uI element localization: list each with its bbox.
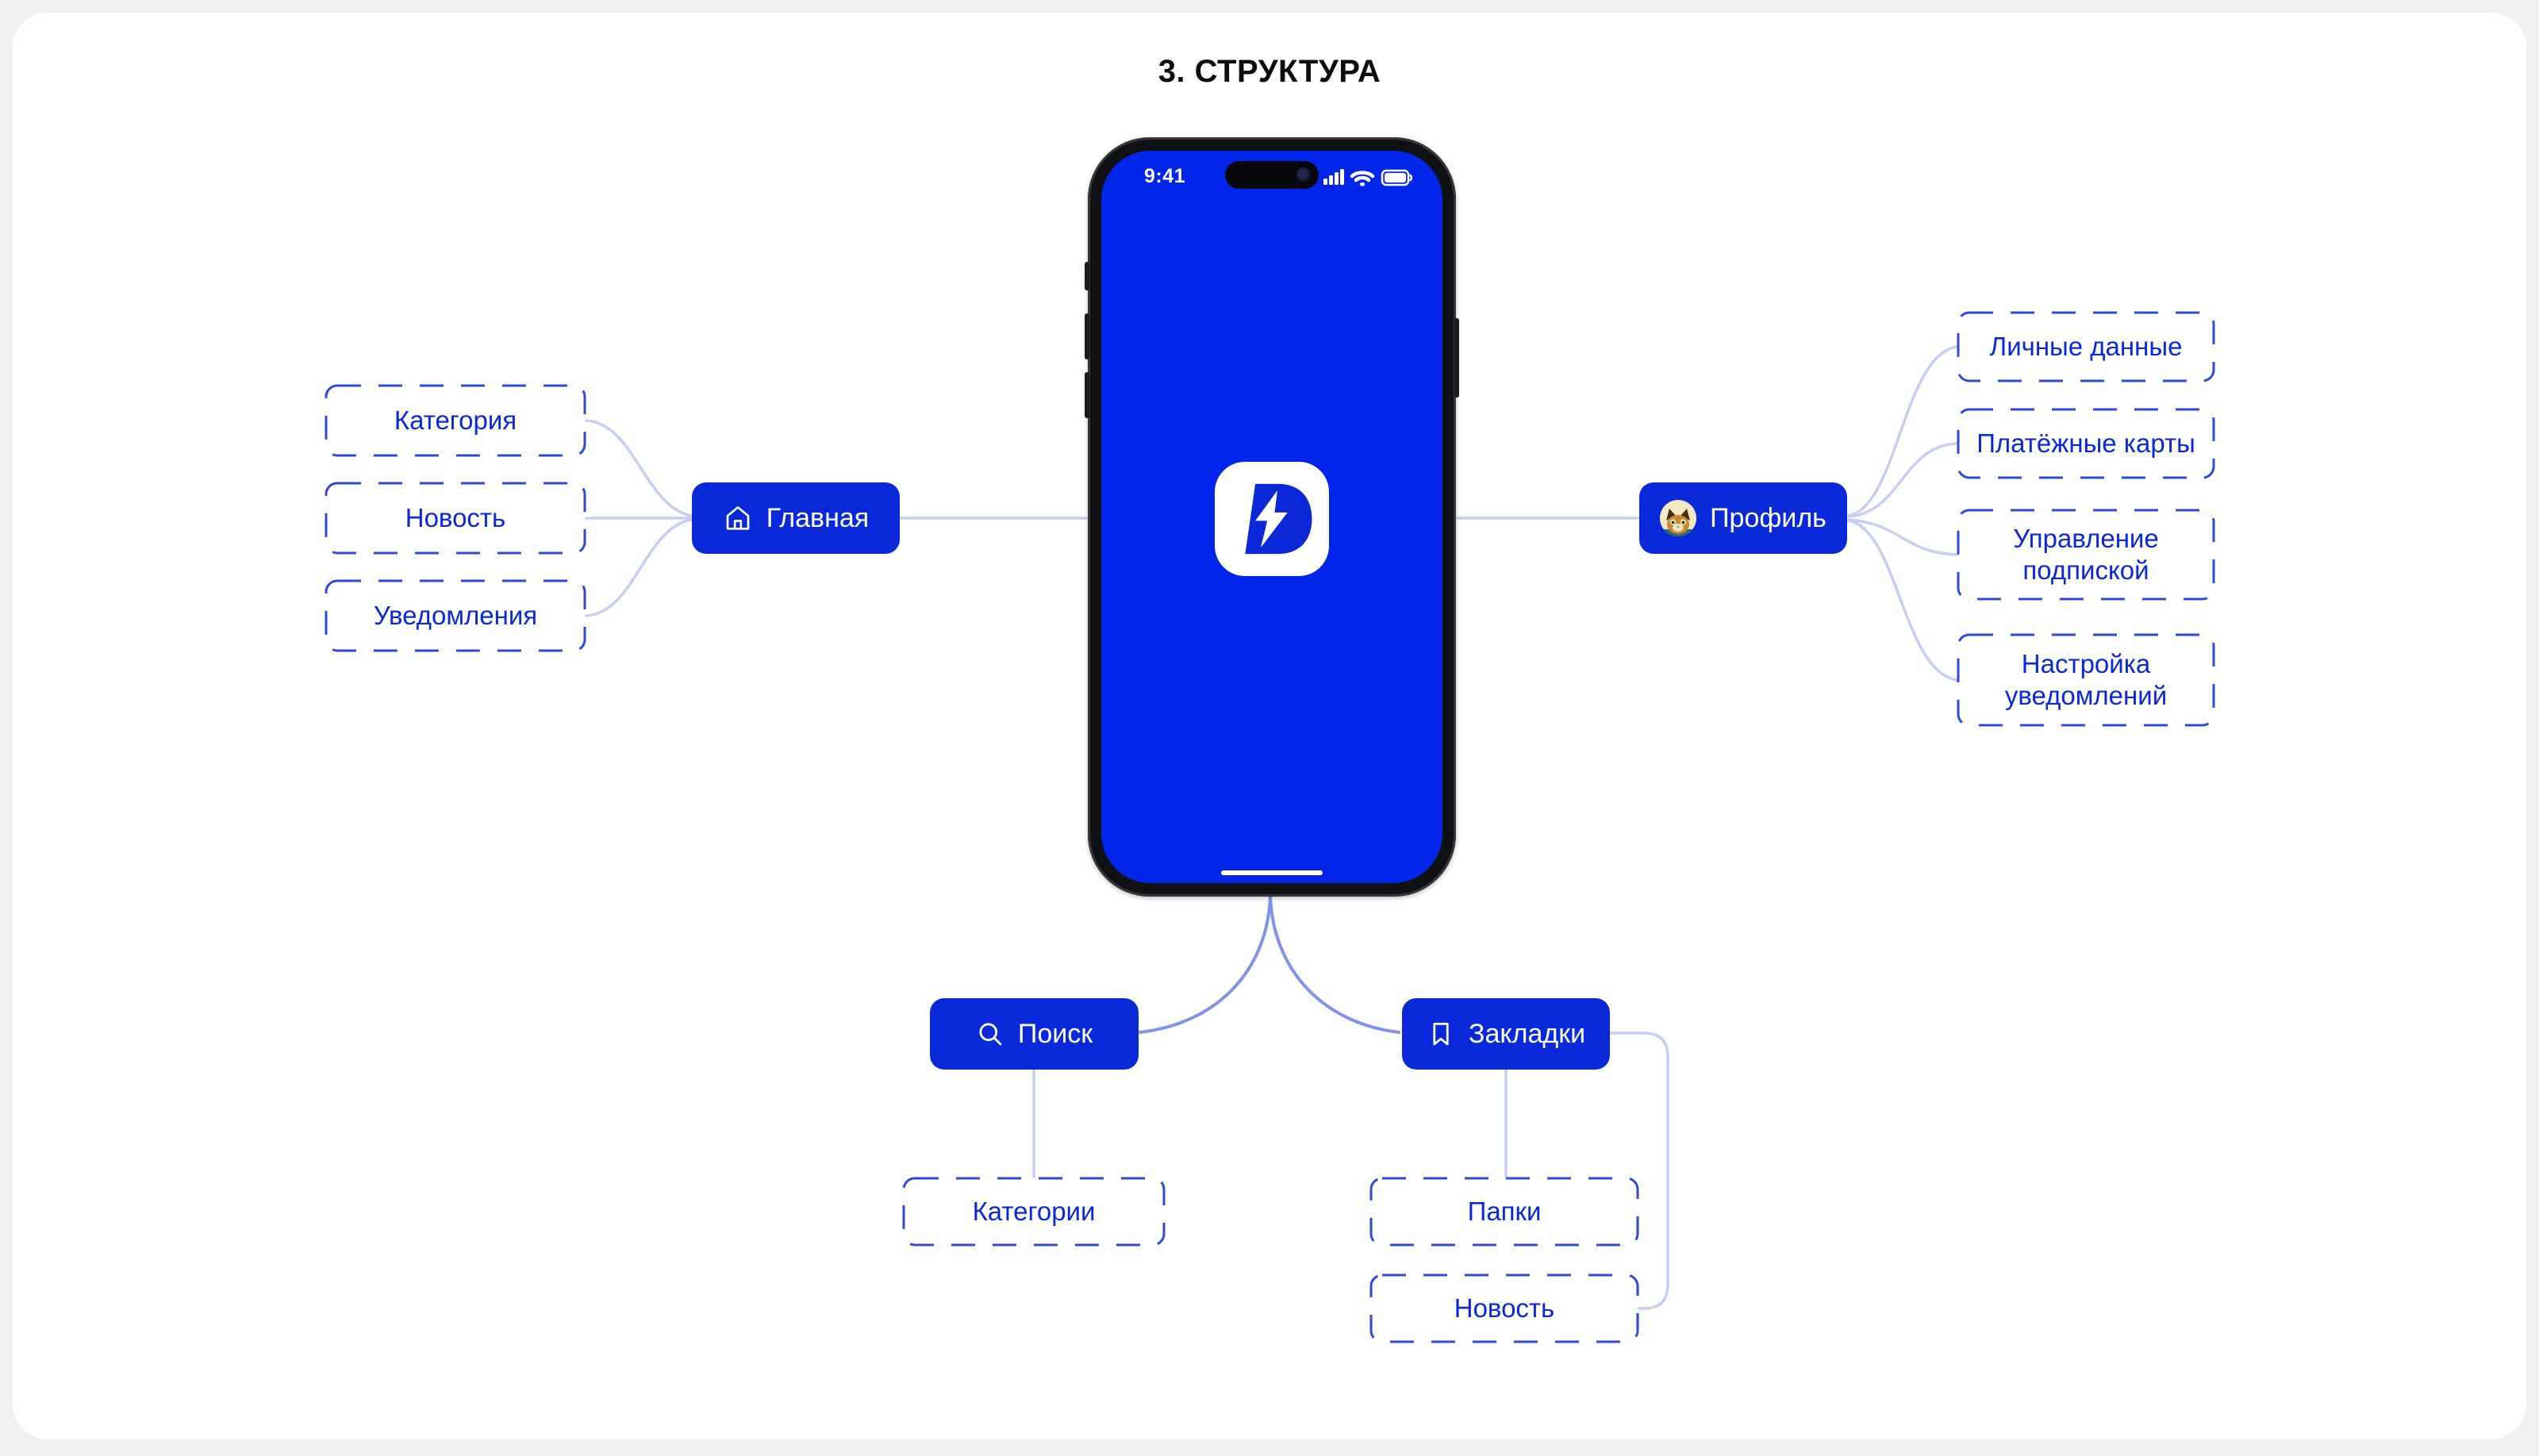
child-node-notification-settings[interactable]: Настройка уведомлений xyxy=(1957,633,2215,727)
phone-mockup: 9:41 xyxy=(1085,137,1459,897)
child-node-label: Новость xyxy=(405,502,506,532)
battery-icon xyxy=(1381,169,1413,186)
child-node-label: Управление подпиской xyxy=(2013,523,2159,585)
nav-node-search[interactable]: Поиск xyxy=(930,998,1139,1070)
power-button xyxy=(1454,318,1459,398)
child-node-folders[interactable]: Папки xyxy=(1369,1177,1639,1247)
dynamic-island xyxy=(1225,161,1319,189)
phone-screen: 9:41 xyxy=(1101,151,1442,883)
child-node-label: Платёжные карты xyxy=(1976,428,2195,458)
wifi-icon xyxy=(1350,171,1375,186)
child-node-label: Настройка уведомлений xyxy=(2004,648,2168,710)
home-icon xyxy=(723,503,753,533)
nav-node-bookmarks[interactable]: Закладки xyxy=(1402,998,1610,1070)
volume-up-button xyxy=(1085,313,1089,359)
app-logo xyxy=(1215,462,1329,576)
nav-node-profile[interactable]: Профиль xyxy=(1639,482,1847,554)
diagram-title: 3. СТРУКТУРА xyxy=(1158,54,1381,89)
nav-node-label: Главная xyxy=(766,502,870,533)
child-node-label: Уведомления xyxy=(373,600,538,630)
nav-node-home[interactable]: Главная xyxy=(692,482,900,554)
status-icons xyxy=(1323,167,1413,192)
child-node-categories[interactable]: Категории xyxy=(902,1177,1166,1247)
bookmark-icon xyxy=(1427,1020,1455,1048)
child-node-notifications[interactable]: Уведомления xyxy=(325,579,586,652)
volume-down-button xyxy=(1085,372,1089,418)
action-button xyxy=(1085,262,1089,290)
child-node-personal-data[interactable]: Личные данные xyxy=(1957,311,2215,382)
status-time: 9:41 xyxy=(1144,165,1186,187)
home-indicator xyxy=(1221,870,1323,875)
child-node-label: Папки xyxy=(1467,1196,1542,1226)
child-node-news[interactable]: Новость xyxy=(325,482,586,555)
cat-avatar-icon xyxy=(1660,500,1697,536)
child-node-label: Личные данные xyxy=(1989,331,2183,361)
child-node-label: Категория xyxy=(394,405,517,435)
child-node-payment-cards[interactable]: Платёжные карты xyxy=(1957,408,2215,479)
child-node-category[interactable]: Категория xyxy=(325,384,586,457)
child-node-subscription[interactable]: Управление подпиской xyxy=(1957,509,2215,601)
child-node-bookmark-news[interactable]: Новость xyxy=(1369,1274,1639,1343)
lightning-icon xyxy=(1255,490,1288,547)
search-icon xyxy=(976,1020,1004,1048)
nav-node-label: Профиль xyxy=(1710,502,1826,533)
signal-icon xyxy=(1323,169,1344,185)
child-node-label: Категории xyxy=(972,1196,1096,1226)
nav-node-label: Закладки xyxy=(1468,1018,1586,1049)
camera-icon xyxy=(1296,167,1312,182)
nav-node-label: Поиск xyxy=(1017,1018,1093,1049)
child-node-label: Новость xyxy=(1454,1293,1555,1323)
